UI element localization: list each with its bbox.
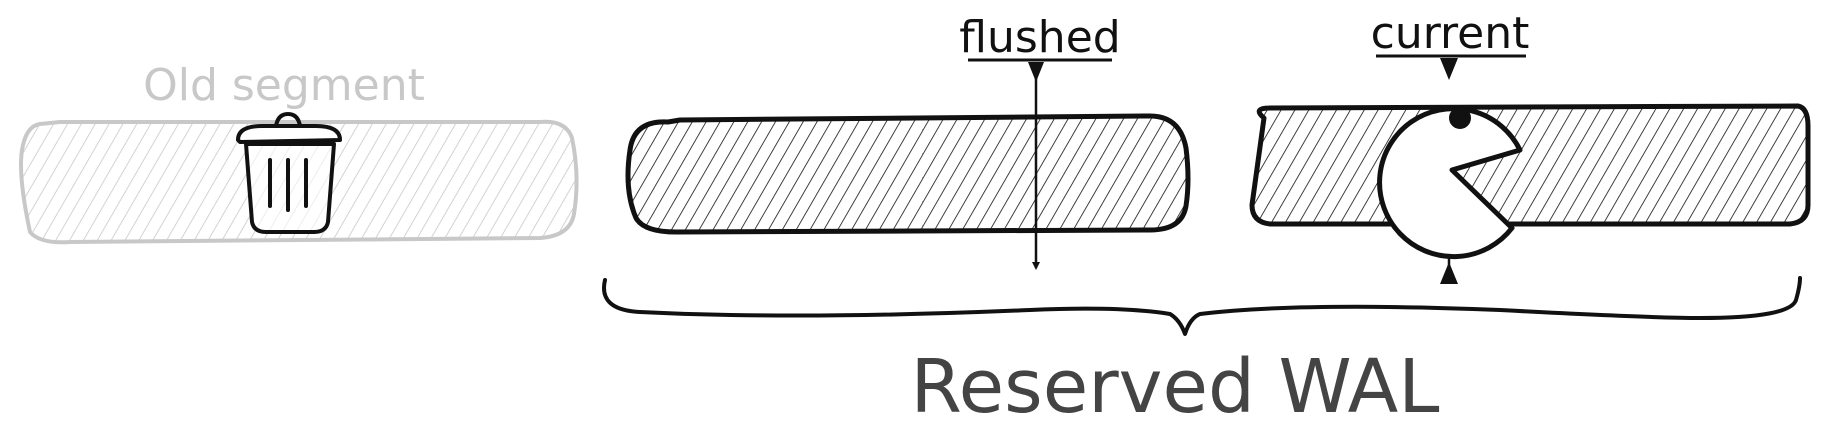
middle-segment-bar: [625, 113, 1191, 235]
reserved-wal-label: Reserved WAL: [911, 344, 1440, 430]
reserved-brace: [602, 276, 1802, 336]
old-segment-label: Old segment: [143, 60, 425, 111]
middle-segment: [625, 113, 1191, 235]
trash-icon: [236, 112, 342, 234]
pacman-icon: [1377, 106, 1523, 260]
current-segment: [1249, 103, 1811, 227]
old-segment: Old segment: [19, 60, 579, 245]
current-arrow-up-icon: [1440, 262, 1458, 284]
flushed-label: flushed: [959, 12, 1120, 63]
flushed-marker: flushed: [959, 12, 1121, 270]
current-arrow-icon: [1440, 58, 1458, 80]
current-marker: current: [1371, 8, 1530, 284]
current-label: current: [1371, 8, 1530, 59]
current-segment-bar: [1249, 103, 1811, 227]
flushed-arrow-icon: [1028, 62, 1044, 82]
